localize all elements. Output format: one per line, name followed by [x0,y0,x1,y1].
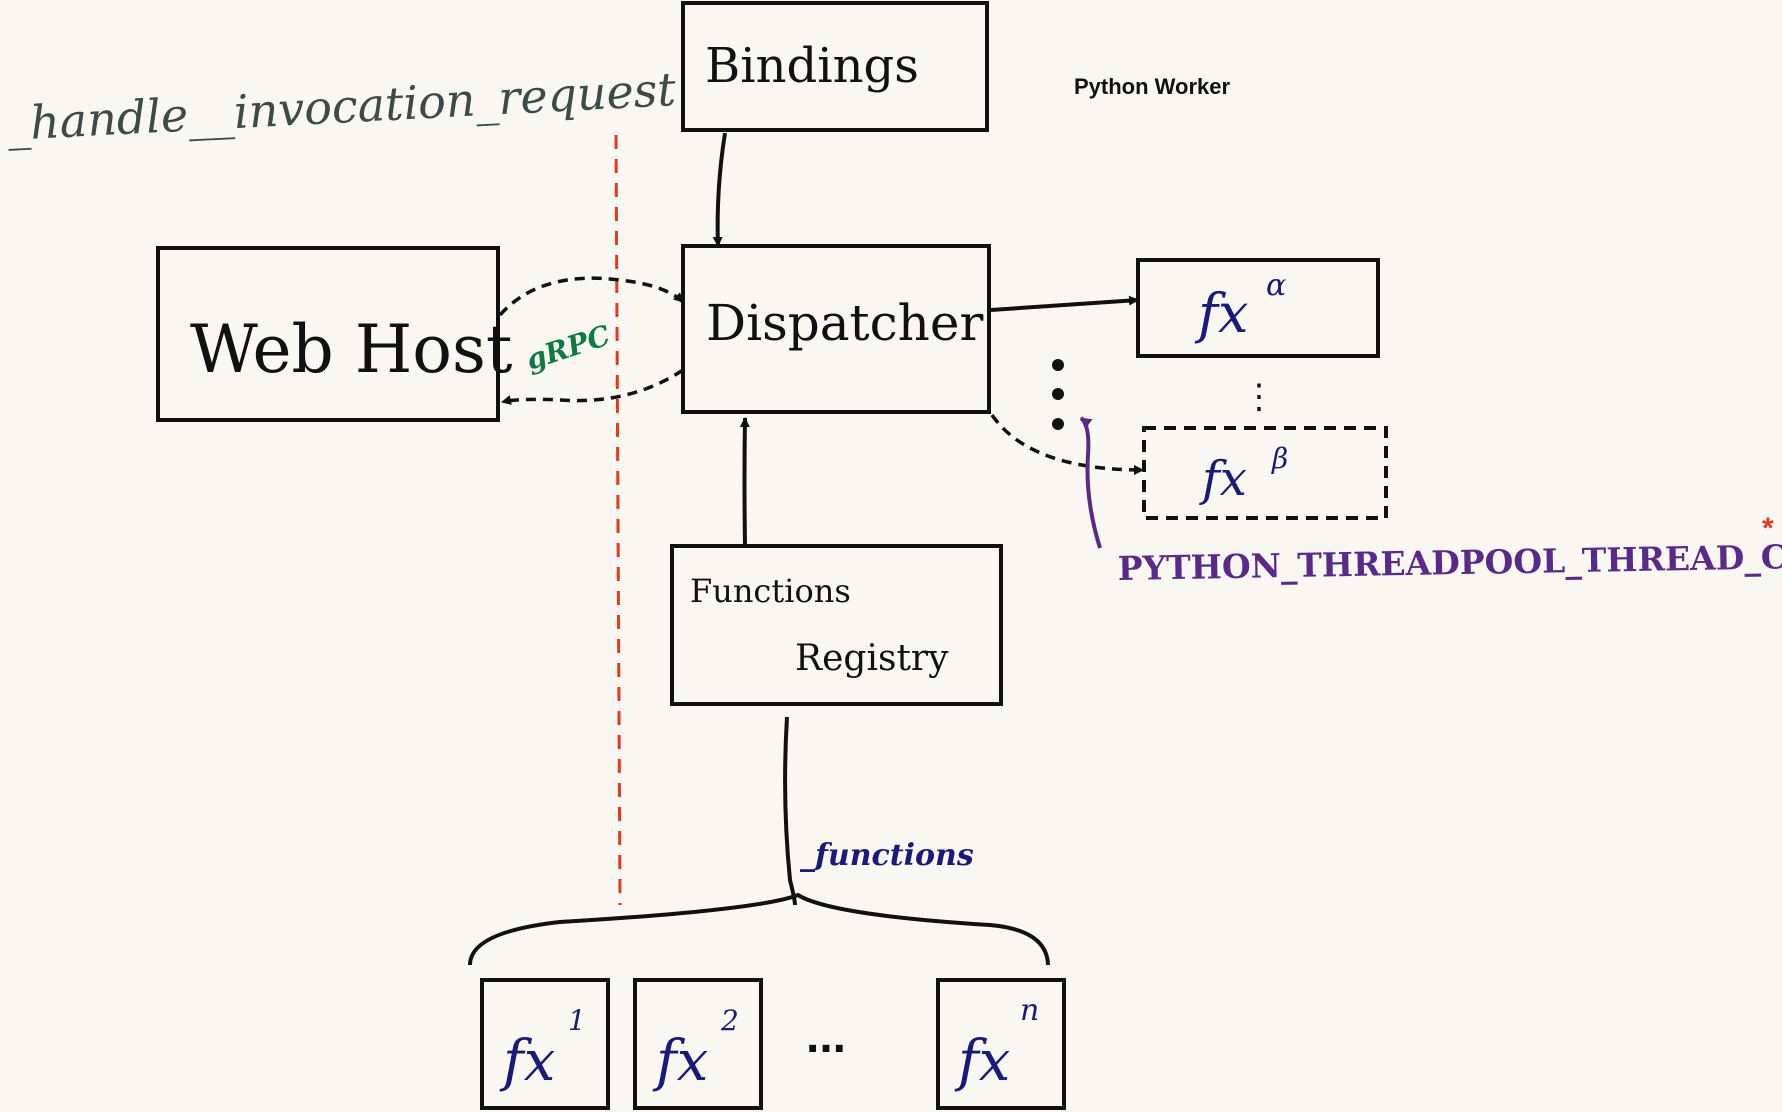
registry-to-dispatcher-arrow [739,417,750,547]
functions-ellipsis: ... [806,1010,846,1063]
dispatcher-to-fx-beta-arrow [990,414,1144,475]
grpc-arrow-to-dispatcher [498,276,685,317]
dispatcher-label: Dispatcher [706,294,983,352]
registry-to-functions-line [783,716,797,906]
fx-beta-sup: β [1271,442,1288,475]
function-n-base: fx [954,1029,1010,1094]
thread-pool-dots [1052,359,1064,430]
bindings-box: Bindings [681,1,989,132]
function-1-base: fx [499,1029,555,1094]
bindings-label: Bindings [705,38,919,94]
functions-brace [468,892,1050,966]
function-2-sup: 2 [720,1004,739,1037]
diagram-title: Python Worker [1074,74,1231,99]
fx-alpha-sup: α [1266,268,1286,303]
dispatcher-to-fx-alpha-arrow [990,295,1139,312]
registry-label-registry: Registry [795,638,949,679]
threadpool-count-label: PYTHON_THREADPOOL_THREAD_COUNT [1117,535,1782,588]
threadpool-count-asterisk: * [1762,512,1774,545]
grpc-label: gRPC [522,318,615,376]
grpc-arrow-to-web-host [501,368,684,405]
fx-beta-box: fx β [1142,426,1388,520]
thread-pool-ellipsis: ⋮ [1242,378,1276,416]
function-n-sup: n [1020,993,1039,1028]
function-box-1: fx 1 [480,978,610,1110]
web-host-label: Web Host [190,311,512,388]
fx-alpha-label: fx [1194,282,1248,345]
fx-alpha-box: fx α [1136,258,1380,358]
process-boundary-line [614,134,622,906]
dispatcher-box: Dispatcher [681,244,991,414]
threadpool-count-arrow [1079,416,1102,549]
handler-annotation: _handle__invocation_request [6,62,678,151]
function-2-base: fx [652,1029,708,1094]
web-host-box: Web Host [156,246,512,422]
function-1-sup: 1 [568,1004,586,1037]
function-box-n: fx n [936,978,1066,1110]
fx-beta-base: fx [1199,451,1247,507]
fx-beta-label: fx [1199,451,1247,507]
functions-registry-box: Functions Registry [670,544,1003,706]
functions-edge-label: _functions [800,838,974,873]
registry-label-functions: Functions [690,572,851,610]
bindings-to-dispatcher-arrow [712,132,727,247]
fx-alpha-base: fx [1194,282,1248,345]
function-box-2: fx 2 [633,978,763,1110]
